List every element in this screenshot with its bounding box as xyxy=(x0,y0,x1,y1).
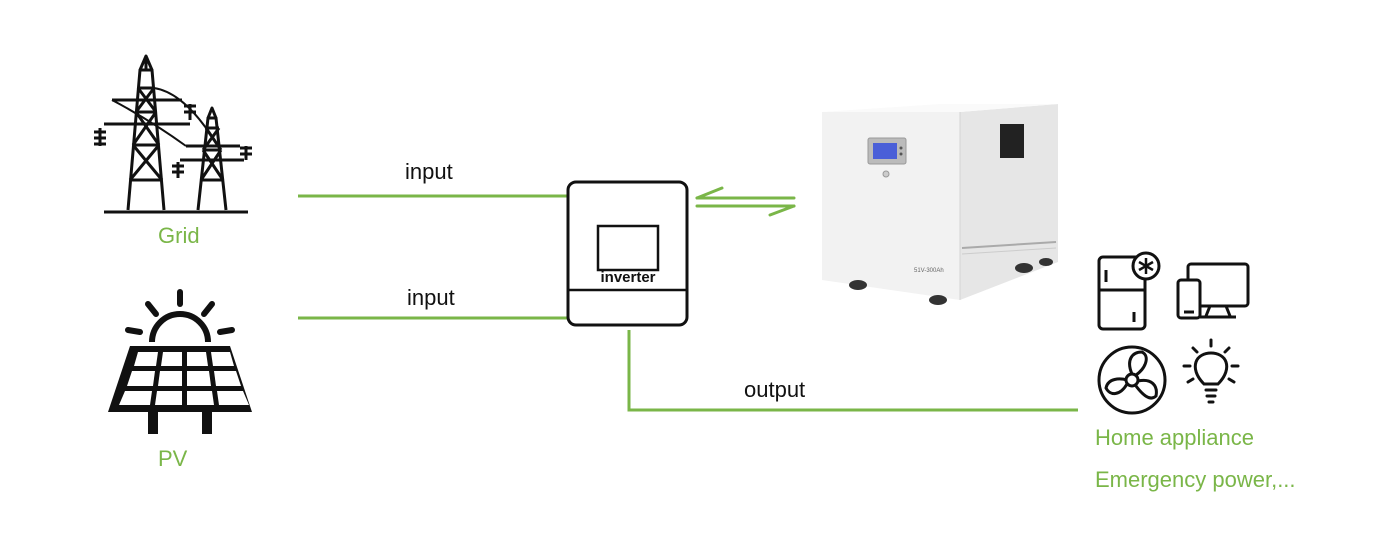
inverter-screen xyxy=(596,224,660,272)
grid-input-label: input xyxy=(405,159,453,184)
pv-label: PV xyxy=(158,446,188,471)
battery-handle xyxy=(1000,124,1024,158)
inverter-box xyxy=(566,180,689,327)
connection-lines xyxy=(298,194,1078,412)
inverter-label: inverter xyxy=(600,269,656,286)
battery-model-label: 51V-300Ah xyxy=(914,268,944,274)
loads-subtitle: Emergency power,... xyxy=(1095,467,1296,492)
bidirectional-arrow-icon xyxy=(695,186,796,217)
loads-title: Home appliance xyxy=(1095,425,1254,450)
power-tower-icon xyxy=(94,54,252,214)
pv-input-label: input xyxy=(407,285,455,310)
fan-icon xyxy=(1097,345,1167,415)
solar-panel-icon xyxy=(108,289,252,434)
grid-label: Grid xyxy=(158,223,200,248)
light-bulb-icon xyxy=(1182,338,1240,404)
output-line xyxy=(627,330,1078,412)
battery-cabinet-icon xyxy=(822,104,1058,305)
devices-icon xyxy=(1176,262,1250,320)
refrigerator-icon xyxy=(1097,251,1161,331)
output-label: output xyxy=(744,377,806,402)
